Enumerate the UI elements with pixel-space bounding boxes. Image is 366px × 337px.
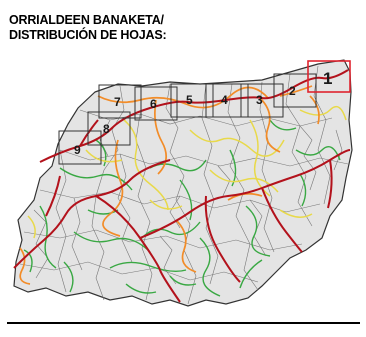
- sheet-3-box[interactable]: [240, 83, 284, 118]
- sheet-label-8: 8: [103, 122, 110, 136]
- sheet-1-box-highlighted[interactable]: [307, 60, 351, 93]
- sheet-5-box[interactable]: [170, 83, 214, 118]
- tertiary-roads: [27, 105, 347, 239]
- sheet-8-box[interactable]: [87, 111, 131, 146]
- sheet-7-box[interactable]: [98, 84, 142, 119]
- sheet-labels: 9 8 7 6 5 4 3 2 1: [74, 69, 332, 157]
- main-roads: [13, 69, 351, 303]
- sheet-9-box[interactable]: [58, 130, 102, 165]
- sheet-label-4: 4: [221, 93, 228, 107]
- sheet-label-7: 7: [114, 95, 121, 109]
- title-line-1: ORRIALDEEN BANAKETA/: [9, 13, 164, 27]
- sheet-label-6: 6: [150, 97, 157, 111]
- sheet-label-5: 5: [186, 93, 193, 107]
- local-roads: [23, 119, 341, 297]
- sheet-label-2: 2: [289, 84, 296, 98]
- sheet-4-box[interactable]: [205, 83, 249, 118]
- panel-title: ORRIALDEEN BANAKETA/ DISTRIBUCIÓN DE HOJ…: [9, 13, 167, 43]
- sheet-grid: [58, 73, 317, 165]
- sheet-label-1: 1: [323, 69, 332, 88]
- sheet-6-box[interactable]: [134, 86, 178, 121]
- sheet-label-9: 9: [74, 143, 81, 157]
- title-line-2: DISTRIBUCIÓN DE HOJAS:: [9, 28, 167, 42]
- bottom-divider: [7, 322, 360, 324]
- sheet-2-box[interactable]: [273, 73, 317, 108]
- sheet-label-3: 3: [256, 93, 263, 107]
